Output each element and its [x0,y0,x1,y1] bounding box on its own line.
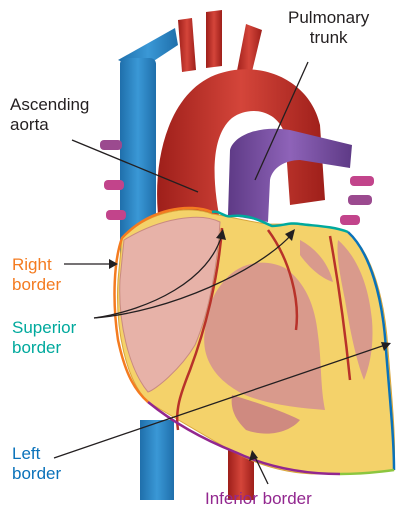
label-inferior-border-text: Inferior border [205,489,312,509]
label-ascending-aorta-line2: aorta [10,115,89,135]
label-ascending-aorta: Ascending aorta [10,95,89,135]
label-superior-border-line2: border [12,338,76,358]
label-left-border-line1: Left [12,444,61,464]
label-right-border: Right border [12,255,61,295]
label-right-border-line2: border [12,275,61,295]
label-ascending-aorta-line1: Ascending [10,95,89,115]
label-left-border: Left border [12,444,61,484]
label-superior-border: Superior border [12,318,76,358]
label-left-border-line2: border [12,464,61,484]
label-pulmonary-trunk: Pulmonary trunk [288,8,369,48]
label-pulmonary-trunk-line1: Pulmonary [288,8,369,28]
label-right-border-line1: Right [12,255,61,275]
label-inferior-border: Inferior border [205,489,312,509]
label-pulmonary-trunk-line2: trunk [288,28,369,48]
label-superior-border-line1: Superior [12,318,76,338]
